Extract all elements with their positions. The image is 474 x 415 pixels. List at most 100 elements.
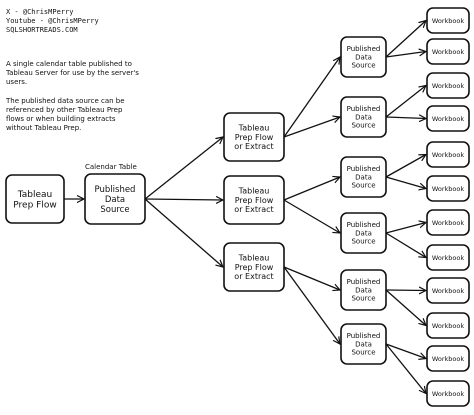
workbook-node-6-label: Workbook bbox=[432, 185, 465, 193]
published-data-source-node-1-label: Source bbox=[351, 62, 375, 70]
arrow-extract-to-source-2 bbox=[283, 117, 340, 138]
workbook-node-7-box bbox=[426, 209, 470, 236]
published-data-source-node-1-label: Data bbox=[355, 53, 372, 61]
prep-or-extract-node-2-label: Prep Flow bbox=[235, 196, 274, 205]
published-data-source-node-5-label: Published bbox=[347, 278, 381, 286]
workbook-node-12: Workbook bbox=[426, 380, 470, 407]
published-data-source-node-4-label: Source bbox=[351, 238, 375, 246]
arrow-source-to-workbook-9 bbox=[385, 290, 426, 291]
workbook-node-6: Workbook bbox=[426, 175, 470, 202]
credit-x: X - @ChrisMPerry bbox=[6, 8, 74, 16]
prep-or-extract-node-2-label: Tableau bbox=[238, 186, 270, 195]
arrow-extract-to-source-5 bbox=[283, 266, 340, 290]
workbook-node-9-label: Workbook bbox=[432, 287, 465, 295]
published-data-source-node-4-label: Published bbox=[347, 221, 381, 229]
published-data-source-node-1-box bbox=[340, 36, 387, 78]
edges-layer bbox=[64, 21, 426, 394]
credit-youtube: Youtube - @ChrisMPerry bbox=[6, 17, 99, 25]
published-data-source-node-2-label: Published bbox=[347, 105, 381, 113]
arrow-source-to-workbook-2 bbox=[385, 52, 426, 58]
prep-or-extract-node-3-label: or Extract bbox=[234, 272, 273, 281]
note-published-source: The published data source can be referen… bbox=[6, 97, 125, 132]
prep-or-extract-node-2-box bbox=[223, 175, 285, 225]
credit-website: SQLSHORTREADS.COM bbox=[6, 26, 78, 34]
prep-or-extract-node-1-box bbox=[223, 112, 285, 162]
arrow-published-to-extract-1 bbox=[144, 137, 223, 200]
arrow-source-to-workbook-6 bbox=[385, 176, 426, 189]
prep-or-extract-node-3-box bbox=[223, 242, 285, 292]
workbook-node-1: Workbook bbox=[426, 7, 470, 34]
published-data-source-node-5-label: Data bbox=[355, 286, 372, 294]
arrow-source-to-workbook-4 bbox=[385, 117, 426, 119]
workbook-node-11-label: Workbook bbox=[432, 355, 465, 363]
note-calendar-table: A single calendar table published to Tab… bbox=[6, 60, 139, 86]
arrow-source-to-workbook-3 bbox=[385, 86, 426, 118]
workbook-node-8-box bbox=[426, 244, 470, 271]
published-data-source-node-6-label: Published bbox=[347, 332, 381, 340]
workbook-node-2-box bbox=[426, 38, 470, 65]
workbook-node-12-label: Workbook bbox=[432, 390, 465, 398]
published-data-source-node-2-label: Data bbox=[355, 113, 372, 121]
workbook-node-10-label: Workbook bbox=[432, 322, 465, 330]
arrow-extract-to-source-6 bbox=[283, 266, 340, 344]
arrow-published-to-extract-3 bbox=[144, 198, 223, 267]
arrow-source-to-workbook-12 bbox=[385, 343, 426, 394]
workbook-node-12-box bbox=[426, 380, 470, 407]
workbook-node-8: Workbook bbox=[426, 244, 470, 271]
workbook-node-7-label: Workbook bbox=[432, 219, 465, 227]
published-data-source-node-4-label: Data bbox=[355, 229, 372, 237]
published-data-source-node-2-box bbox=[340, 96, 387, 138]
workbook-node-6-box bbox=[426, 175, 470, 202]
workbook-node-5-box bbox=[426, 141, 470, 168]
workbook-node-4: Workbook bbox=[426, 105, 470, 132]
published-data-source-node-2-label: Source bbox=[351, 122, 375, 130]
arrow-extract-to-source-1 bbox=[283, 57, 340, 138]
workbook-node-10-box bbox=[426, 312, 470, 339]
arrow-source-to-workbook-10 bbox=[385, 289, 426, 326]
calendar-table-label: Calendar Table bbox=[85, 163, 137, 171]
arrow-source-to-workbook-8 bbox=[385, 232, 426, 258]
workbook-node-11-box bbox=[426, 345, 470, 372]
published-data-source-node-6-label: Data bbox=[355, 340, 372, 348]
published-data-source-node-box bbox=[84, 173, 146, 225]
workbook-node-2: Workbook bbox=[426, 38, 470, 65]
tableau-prep-flow-node-label: Tableau bbox=[17, 190, 53, 200]
arrow-source-to-workbook-5 bbox=[385, 155, 426, 178]
workbook-node-1-label: Workbook bbox=[432, 17, 465, 25]
arrow-source-to-workbook-1 bbox=[385, 21, 426, 58]
workbook-node-9: Workbook bbox=[426, 277, 470, 304]
published-data-source-node-6-box bbox=[340, 323, 387, 365]
arrow-source-to-workbook-7 bbox=[385, 223, 426, 234]
workbook-node-9-box bbox=[426, 277, 470, 304]
workbook-node-5: Workbook bbox=[426, 141, 470, 168]
published-data-source-node-3-label: Data bbox=[355, 173, 372, 181]
published-data-source-node-label: Source bbox=[100, 205, 129, 215]
workbook-node-4-label: Workbook bbox=[432, 115, 465, 123]
prep-or-extract-node-1-label: Prep Flow bbox=[235, 133, 274, 142]
workbook-node-10: Workbook bbox=[426, 312, 470, 339]
published-data-source-node-5-label: Source bbox=[351, 295, 375, 303]
workbook-node-5-label: Workbook bbox=[432, 151, 465, 159]
workbook-node-2-label: Workbook bbox=[432, 48, 465, 56]
published-data-source-node-label: Published bbox=[95, 185, 136, 195]
workbook-node-4-box bbox=[426, 105, 470, 132]
published-data-source-node-3-box bbox=[340, 156, 387, 198]
workbook-node-3-box bbox=[426, 72, 470, 99]
published-data-source-node-3-label: Published bbox=[347, 165, 381, 173]
prep-or-extract-node-1-label: Tableau bbox=[238, 123, 270, 132]
published-data-source-node-label: Data bbox=[105, 195, 125, 205]
published-data-source-node-4-box bbox=[340, 212, 387, 254]
tableau-prep-flow-node-box bbox=[5, 174, 65, 224]
